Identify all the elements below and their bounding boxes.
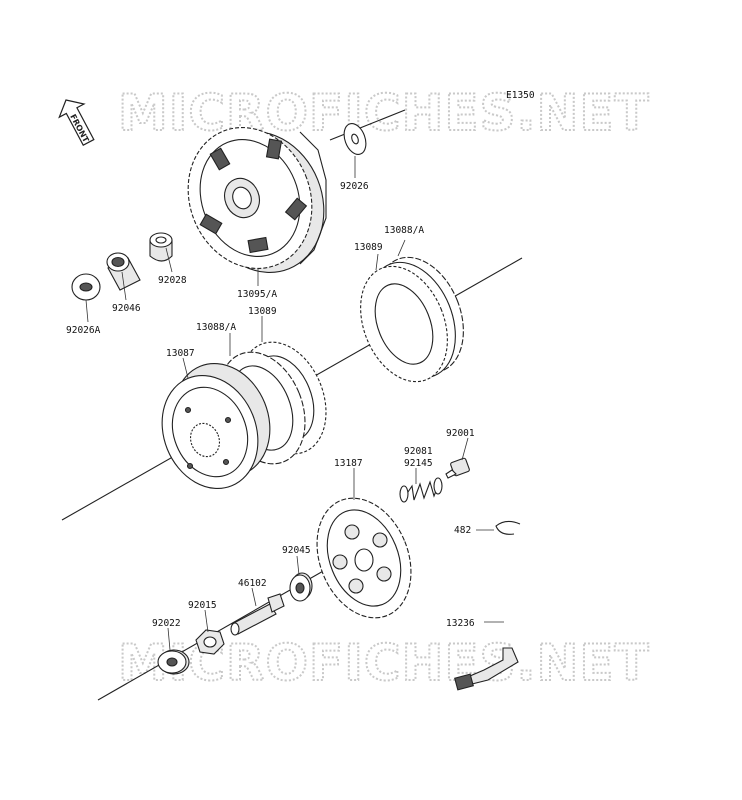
label-92045: 92045 <box>282 545 311 556</box>
part-labels: 92026 92028 92046 92026A 13095/A 13088/A… <box>66 181 475 629</box>
diagram-code: E1350 <box>506 90 535 101</box>
bolt-92001-icon <box>445 457 470 479</box>
label-92026a: 92026A <box>66 325 101 336</box>
bushing-92028-icon <box>149 232 173 262</box>
label-46102: 46102 <box>238 578 267 589</box>
leader-lines <box>85 156 504 651</box>
friction-plate-upper-icon <box>360 256 464 383</box>
pressure-plate-13187-icon <box>316 497 412 619</box>
label-13089-middle: 13089 <box>248 306 277 317</box>
clutch-housing-13095-icon <box>187 127 327 273</box>
label-92001: 92001 <box>446 428 475 439</box>
release-shaft-13236-icon <box>454 538 519 691</box>
label-13095a: 13095/A <box>237 289 277 300</box>
washer-92026a-icon <box>71 273 101 301</box>
label-13088a-middle: 13088/A <box>196 322 236 333</box>
label-13236: 13236 <box>446 618 475 629</box>
label-92026: 92026 <box>340 181 369 192</box>
watermark-top: MICROFICHES.NET <box>118 84 650 142</box>
label-13087: 13087 <box>166 348 195 359</box>
washer-92022-icon <box>157 649 190 675</box>
label-92145: 92145 <box>404 458 433 469</box>
label-13089-top: 13089 <box>354 242 383 253</box>
front-arrow-icon: FRONT <box>58 99 95 147</box>
label-13088a-top: 13088/A <box>384 225 424 236</box>
push-rod-46102-icon <box>230 593 285 636</box>
ball-bearing-92045-icon <box>289 572 313 602</box>
nut-92015-icon <box>195 629 225 655</box>
spring-92081-icon <box>399 477 443 503</box>
clutch-hub-13087-icon <box>161 362 271 490</box>
label-13187: 13187 <box>334 458 363 469</box>
label-92081: 92081 <box>404 446 433 457</box>
circlip-482-icon <box>495 520 521 535</box>
needle-bearing-92046-icon <box>106 252 141 291</box>
label-92028: 92028 <box>158 275 187 286</box>
label-92015: 92015 <box>188 600 217 611</box>
label-92046: 92046 <box>112 303 141 314</box>
label-92022: 92022 <box>152 618 181 629</box>
label-482: 482 <box>454 525 471 536</box>
washer-92026-icon <box>343 123 367 155</box>
